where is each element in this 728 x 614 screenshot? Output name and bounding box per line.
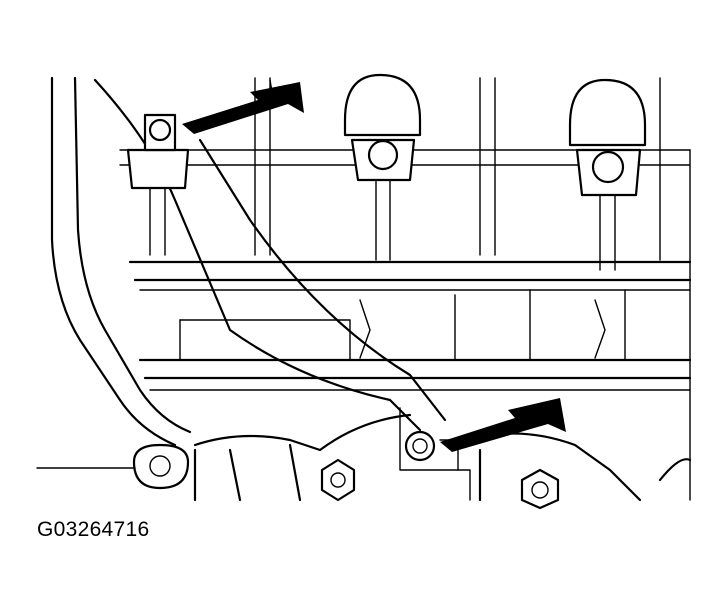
plug-boot-middle <box>343 73 422 261</box>
manifold-rail <box>128 260 692 391</box>
diagonal-tube <box>93 78 447 432</box>
nut-lower-right <box>520 468 560 510</box>
callout-arrow-lower-icon <box>440 398 566 452</box>
nut-lower-middle <box>320 458 356 502</box>
lower-casting <box>193 407 692 502</box>
figure-id-label: G03264716 <box>37 518 150 541</box>
bolt-lower-left <box>132 443 190 490</box>
bolt-upper-left <box>126 113 190 256</box>
fastener-tube-end <box>404 430 459 471</box>
callout-arrow-upper-icon <box>182 79 304 134</box>
plug-boot-right <box>568 78 647 271</box>
left-housing-edge <box>50 76 192 447</box>
